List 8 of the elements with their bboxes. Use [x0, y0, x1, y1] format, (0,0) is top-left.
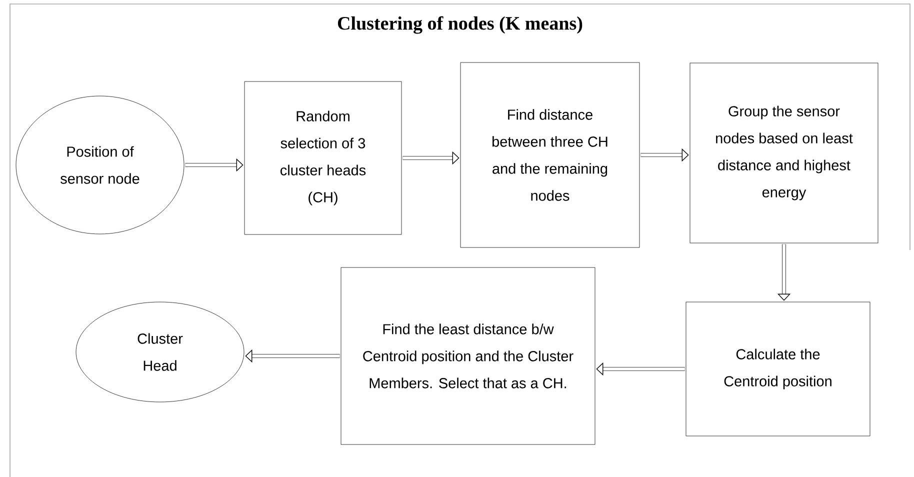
process-box: Calculate the Centroid position	[686, 302, 870, 436]
ellipse-node: Position of sensor node	[16, 96, 184, 234]
process-box: Random selection of 3 cluster heads (CH)	[244, 81, 402, 235]
ellipse-node: Cluster Head	[76, 302, 244, 402]
title: Clustering of nodes (K means)	[338, 16, 582, 34]
process-box: Group the sensor nodes based on least distance and highest energy	[690, 62, 878, 244]
process-box: Find distance between three CH and the remaining nodes	[460, 62, 640, 248]
process-box: Find the least distance b/w Centroid position and the Cluster Members. Select that as a CH.	[340, 267, 596, 445]
